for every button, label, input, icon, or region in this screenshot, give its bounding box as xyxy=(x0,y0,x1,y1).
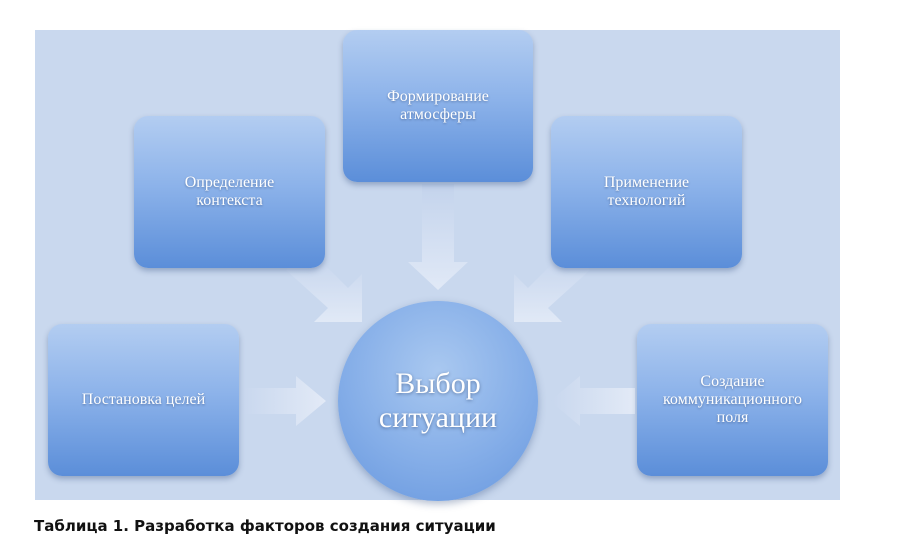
factor-label-atmosphere: Формирование атмосферы xyxy=(387,88,489,123)
factor-label-context: Определение контекста xyxy=(184,174,275,209)
factor-box-technology: Применение технологий xyxy=(551,116,742,268)
factor-label-technology: Применение технологий xyxy=(603,174,690,209)
factor-box-goals: Постановка целей xyxy=(48,324,239,476)
center-circle: Выбор ситуации xyxy=(338,301,538,501)
factor-box-context: Определение контекста xyxy=(134,116,325,268)
figure-caption: Таблица 1. Разработка факторов создания … xyxy=(34,517,496,535)
factor-box-communication: Создание коммуникационного поля xyxy=(637,324,828,476)
factor-label-communication: Создание коммуникационного поля xyxy=(662,373,803,426)
factor-box-atmosphere: Формирование атмосферы xyxy=(343,30,533,182)
factor-label-goals: Постановка целей xyxy=(81,391,206,408)
center-label: Выбор ситуации xyxy=(378,367,498,434)
